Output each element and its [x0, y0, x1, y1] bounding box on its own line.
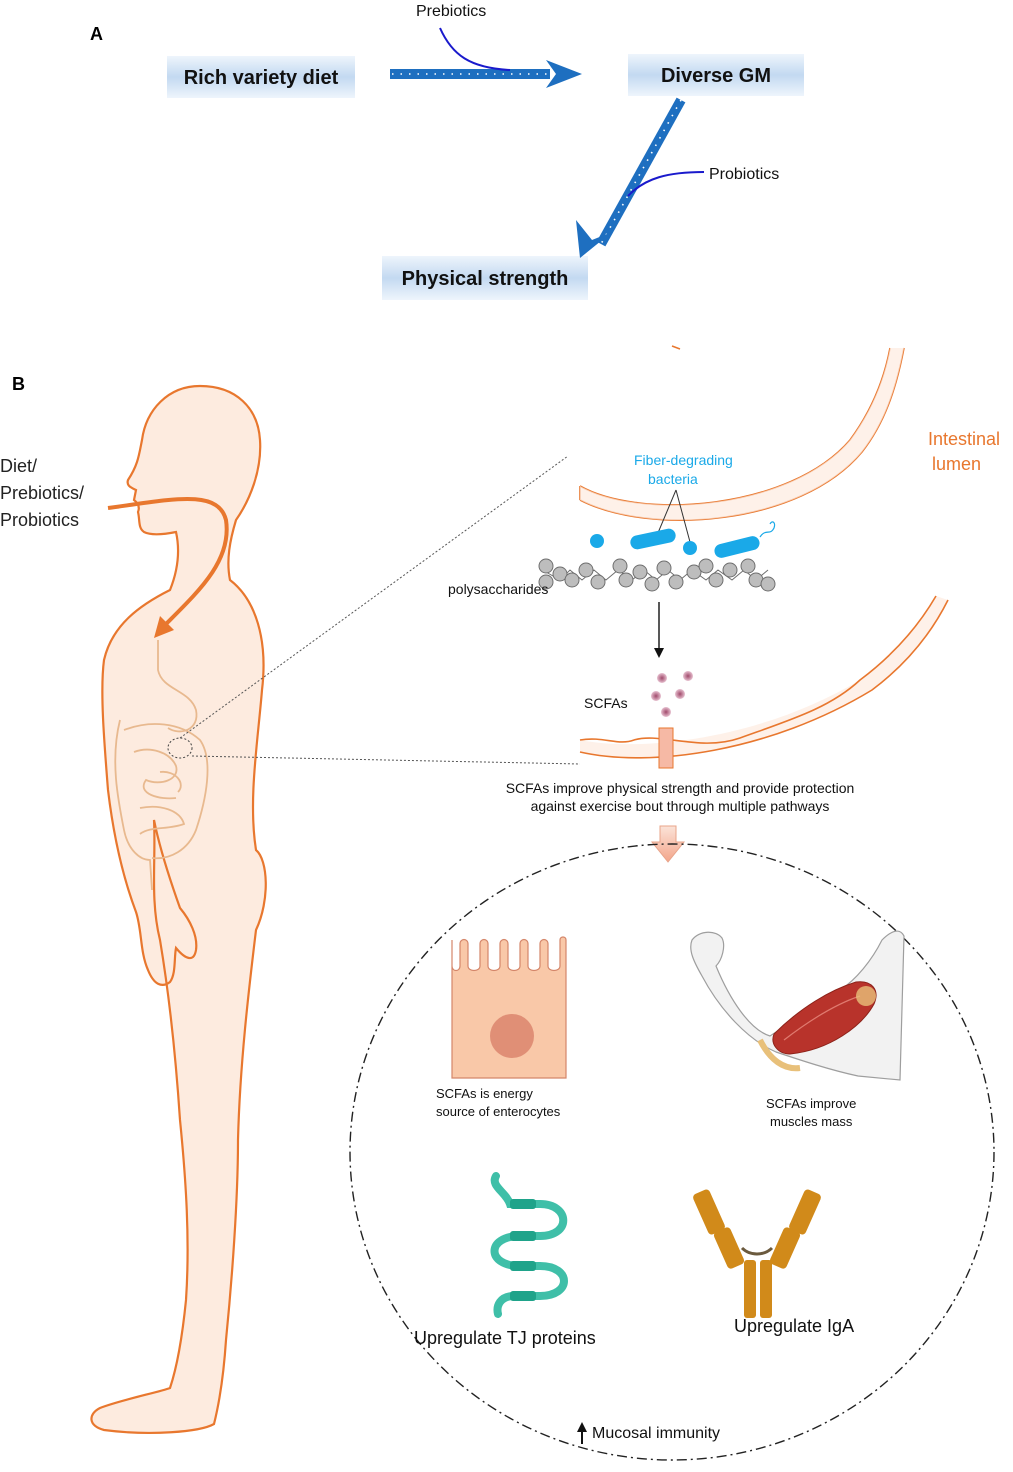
intake-label-line3: Probiotics — [0, 510, 79, 530]
polysaccharides-label: polysaccharides — [448, 581, 548, 597]
mechanisms-circle — [349, 843, 995, 1461]
intestines-illustration — [114, 640, 209, 891]
box-diverse-gm-text: Diverse GM — [661, 65, 771, 87]
panel-a-label: A — [90, 24, 103, 44]
bacteria-label-line2: bacteria — [648, 471, 698, 487]
polysaccharide-chain — [538, 558, 776, 592]
probiotics-label: Probiotics — [709, 166, 779, 183]
arm-muscle-icon — [690, 930, 905, 1081]
box-rich-variety-diet-text: Rich variety diet — [184, 67, 339, 89]
bacterium-coccus-1 — [590, 534, 604, 548]
zoom-line-bottom — [191, 755, 581, 765]
intestinal-wall-lower — [579, 595, 949, 759]
mucosal-immunity-label: Mucosal immunity — [592, 1425, 720, 1442]
intestinal-wall-upper-fill — [580, 348, 904, 521]
bacterium-rod-2 — [714, 536, 760, 558]
enterocyte-label-line1: SCFAs is energy — [436, 1086, 533, 1101]
summary-line2: against exercise bout through multiple p… — [531, 798, 830, 814]
enterocyte-icon — [451, 936, 567, 1079]
summary-line1: SCFAs improve physical strength and prov… — [506, 780, 855, 796]
intake-arrowhead — [154, 616, 174, 638]
prebiotics-label: Prebiotics — [416, 3, 486, 20]
bacteria-pointer-2 — [675, 489, 691, 543]
up-arrow-icon — [577, 1422, 587, 1432]
box-physical-strength: Physical strength — [382, 256, 588, 300]
bacterium-flagellum — [759, 521, 776, 538]
intestinal-wall-lower-fill — [580, 596, 948, 758]
intake-label-line1: Diet/ — [0, 456, 37, 476]
pathways-arrow — [650, 825, 686, 863]
arrow-diet-to-gm — [390, 60, 582, 88]
box-diverse-gm: Diverse GM — [628, 54, 804, 96]
bacterium-rod-1 — [630, 528, 676, 550]
zoom-region-ellipse — [167, 737, 193, 759]
tj-proteins-label: Upregulate TJ proteins — [414, 1328, 596, 1348]
probiotics-connector — [627, 171, 705, 197]
fermentation-arrowhead — [654, 648, 664, 658]
muscle-label-line1: SCFAs improve — [766, 1096, 856, 1111]
scfa-molecules — [651, 671, 693, 717]
intake-label-line2: Prebiotics/ — [0, 483, 84, 503]
intestinal-lumen-line2: lumen — [932, 454, 981, 474]
human-body-silhouette — [90, 384, 267, 1434]
intestinal-lumen-line1: Intestinal — [928, 429, 1000, 449]
box-rich-variety-diet: Rich variety diet — [167, 56, 355, 98]
panel-b-label: B — [12, 374, 25, 394]
iga-label: Upregulate IgA — [734, 1316, 854, 1336]
prebiotics-connector — [439, 27, 511, 71]
tj-protein-icon — [490, 1172, 568, 1318]
arrow-gm-to-strength — [576, 97, 686, 258]
orange-tick — [671, 345, 681, 350]
bacteria-label-line1: Fiber-degrading — [634, 452, 733, 468]
iga-antibody-icon — [693, 1189, 821, 1318]
muscle-label-line2: muscles mass — [770, 1114, 853, 1129]
scfas-label: SCFAs — [584, 695, 628, 711]
transport-channel — [658, 727, 674, 769]
enterocyte-label-line2: source of enterocytes — [436, 1104, 561, 1119]
enterocyte-nucleus — [490, 1014, 534, 1058]
intake-arrow — [107, 497, 229, 626]
box-physical-strength-text: Physical strength — [402, 268, 569, 290]
bacterium-coccus-2 — [683, 541, 697, 555]
